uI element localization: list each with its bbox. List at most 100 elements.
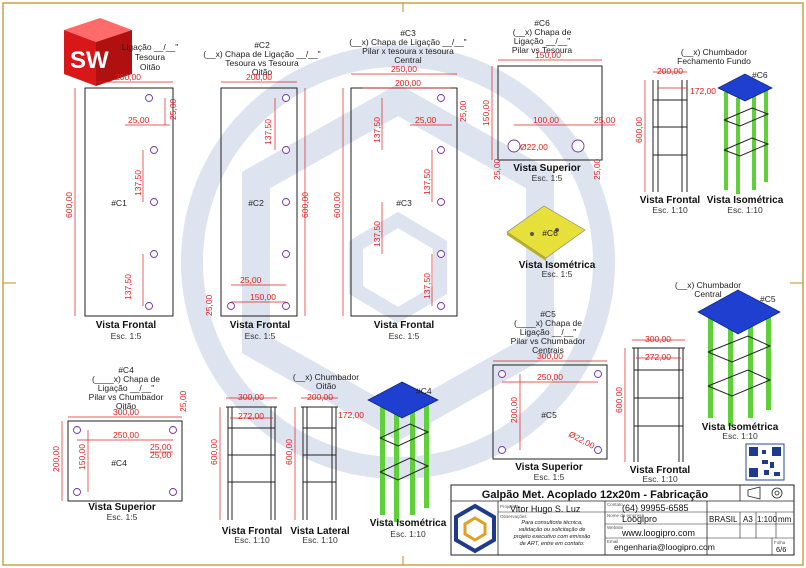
drawing-stroke xyxy=(492,364,608,460)
drawing-c5-title-1-label: (____x) Chapa de xyxy=(514,318,582,328)
drawing-ch-oitao-iso-view-label: Vista Isométrica xyxy=(370,518,447,529)
drawing-c4-dims-w-label: 300,00 xyxy=(113,407,139,417)
drawing-stroke xyxy=(707,335,772,363)
drawing-stroke xyxy=(64,30,96,86)
title-block-notes-1-label: validação ou solicitação de xyxy=(519,527,586,533)
drawing-ch-fund-scale-label: Esc. 1:10 xyxy=(652,205,688,215)
drawing-c5-title-0-label: #C5 xyxy=(540,309,556,319)
drawing-stroke xyxy=(349,211,447,324)
drawing-c3-title-2-label: Pilar x tesoura x tesoura xyxy=(362,46,454,56)
drawing-c6-dims-w-label: 150,00 xyxy=(535,50,561,60)
drawing-ch-oitao-view1-label: Vista Frontal xyxy=(222,526,283,537)
drawing-c6-iso-label-label: #C6 xyxy=(542,228,558,238)
bolt-hole xyxy=(437,250,445,258)
sw-logo: SW xyxy=(64,18,132,86)
drawing-c1-dims-s2-label: 137,50 xyxy=(123,274,133,300)
drawing-c2-scale-label: Esc. 1:5 xyxy=(245,331,276,341)
drawing-ch-oitao-scale1-label: Esc. 1:10 xyxy=(234,535,270,545)
drawing-c1-title-1-label: Ligação __/__" xyxy=(122,42,178,52)
drawing-c6-dims-f-label: 25,00 xyxy=(592,158,602,180)
drawing-stroke xyxy=(749,447,758,456)
drawing-c2-title-2-label: Tesoura vs Tesoura xyxy=(225,58,299,68)
bolt-hole xyxy=(282,146,290,154)
title-block-page-label: 6/6 xyxy=(776,545,786,554)
bolt-hole xyxy=(594,446,602,454)
drawing-c4-dims-d-label: 150,00 xyxy=(77,444,87,470)
drawing-stroke xyxy=(748,318,753,418)
bolt-hole xyxy=(150,198,158,206)
title-block-email-label-label: Email xyxy=(607,539,618,544)
drawing-c3-title-3-label: Central xyxy=(394,55,422,65)
drawing-ch-fund-iso-scale-label: Esc. 1:10 xyxy=(727,205,763,215)
drawing-c6-dims-h-label: 150,00 xyxy=(481,100,491,126)
drawing-ch-oitao-dims-w-label: 300,00 xyxy=(238,392,264,402)
drawing-stroke xyxy=(64,18,132,42)
drawing-ch-fund-iso-view-label: Vista Isométrica xyxy=(707,195,784,206)
drawing-c2-title-3-label: Oitão xyxy=(252,67,273,77)
drawing-stroke xyxy=(463,516,487,542)
bolt-hole xyxy=(73,488,81,496)
drawing-c4-title-2-label: Ligação __/__" xyxy=(98,383,154,393)
drawing-c4-title-0-label: #C4 xyxy=(118,365,134,375)
drawing-stroke xyxy=(379,457,430,481)
title-block-contact-label-label: Contato xyxy=(607,502,623,507)
drawing-stroke xyxy=(764,470,769,475)
drawing-c2-dims-w-label: 200,00 xyxy=(246,72,272,82)
drawing-stroke xyxy=(67,420,183,502)
drawing-stroke xyxy=(450,484,795,556)
company-logo xyxy=(454,503,496,554)
drawing-c1-scale-label: Esc. 1:5 xyxy=(111,331,142,341)
drawing-c3-dims-w1-label: 250,00 xyxy=(391,64,417,74)
part-chumbador-central: (__x) Chumbador Central 300,00 272,00 60… xyxy=(614,280,781,484)
drawing-stroke xyxy=(749,468,758,477)
drawing-c6-dims-c-label: 100,00 xyxy=(533,115,559,125)
drawing-c4-title-1-label: (____x) Chapa de xyxy=(92,374,160,384)
title-block-company-label: Loogipro xyxy=(622,514,657,524)
drawing-stroke xyxy=(774,472,780,476)
drawing-stroke xyxy=(717,73,773,102)
drawing-stroke xyxy=(507,232,546,261)
drawing-stroke xyxy=(697,289,781,335)
drawing-c2-label-label: #C2 xyxy=(248,198,264,208)
drawing-c4-title-3-label: Pilar vs Chumbador xyxy=(89,392,164,402)
drawing-stroke xyxy=(728,326,733,426)
title-block-phone-label: (64) 99955-6585 xyxy=(622,503,689,513)
drawing-c3-dims-b-label: 25,00 xyxy=(458,100,468,122)
drawing-c3-dims-s4-label: 137,50 xyxy=(422,273,432,299)
part-chumbador-oitao: (__x) Chumbador Oitão 300,00 272,00 600,… xyxy=(209,372,447,545)
title-block: Galpão Met. Acoplado 12x20m - Fabricação… xyxy=(450,484,795,556)
drawing-ch-oitao-dims-a-label: 172,00 xyxy=(338,410,364,420)
drawing-c3-dims-s1-label: 137,50 xyxy=(372,117,382,143)
drawing-stroke xyxy=(762,450,766,454)
drawing-c4-scale-label: Esc. 1:5 xyxy=(107,512,138,522)
drawing-c1-dims-s1-label: 137,50 xyxy=(133,170,143,196)
drawing-c5-label-label: #C5 xyxy=(541,410,557,420)
drawing-c5-dims-c-label: 250,00 xyxy=(537,372,563,382)
drawing-c2-dims-a-label: 25,00 xyxy=(240,275,262,285)
drawing-c2-dims-h-label: 600,00 xyxy=(300,192,310,218)
drawing-c2-dims-b-label: 25,00 xyxy=(204,294,214,316)
drawing-c4-label-label: #C4 xyxy=(111,458,127,468)
bolt-hole xyxy=(282,198,290,206)
drawing-c6-title-1-label: (__x) Chapa de xyxy=(513,27,572,37)
drawing-ch-oitao-dims-h2-label: 600,00 xyxy=(284,439,294,465)
bolt-hole xyxy=(498,370,506,378)
bolt-hole xyxy=(437,94,445,102)
drawing-c3-dims-a-label: 25,00 xyxy=(415,115,437,125)
bolt-hole xyxy=(437,146,445,154)
drawing-c4-dims-h-label: 200,00 xyxy=(51,446,61,472)
drawing-stroke xyxy=(752,92,756,190)
drawing-ch-oitao-iso-scale-label: Esc. 1:10 xyxy=(390,529,426,539)
drawing-c6-scale-label: Esc. 1:5 xyxy=(532,173,563,183)
drawing-c6-title-2-label: Ligação __/__" xyxy=(514,36,570,46)
drawing-c3-view-label: Vista Frontal xyxy=(374,320,435,331)
drawing-c5-dims-h-label: 200,00 xyxy=(509,397,519,423)
drawing-ch-oitao-dims-w3-label: 200,00 xyxy=(307,392,333,402)
drawing-c6-title-0-label: #C6 xyxy=(534,18,550,28)
bolt-hole xyxy=(169,426,177,434)
title-block-notes-0-label: Para consultoria técnica, xyxy=(521,520,582,526)
drawing-stroke xyxy=(766,310,771,410)
drawing-c3-title-1-label: (__x) Chapa de Ligação __/__" xyxy=(349,37,466,47)
bolt-hole xyxy=(150,146,158,154)
